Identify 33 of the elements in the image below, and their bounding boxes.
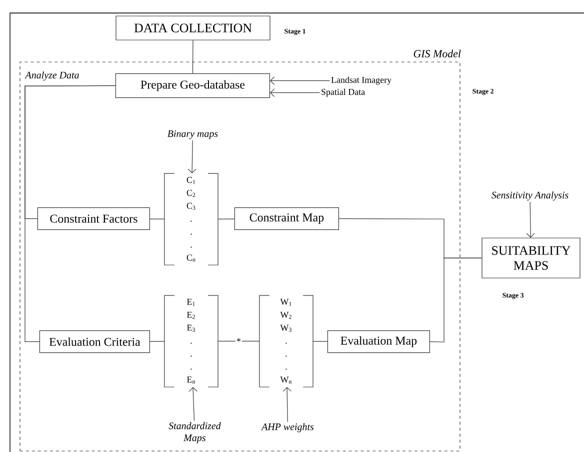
connector <box>150 341 165 342</box>
input-note: Spatial Data <box>322 88 365 97</box>
process-box: SUITABILITY MAPS <box>482 238 580 278</box>
connector <box>192 40 194 74</box>
input-note: Landsat Imagery <box>331 76 392 85</box>
input-note: AHP weights <box>261 423 314 432</box>
connector <box>526 202 535 238</box>
bracket-list: E$_{1}$ E$_{2}$ E$_{3}$ . . . E$_{n}$ <box>164 295 218 388</box>
connector <box>24 85 116 342</box>
connector <box>430 258 482 342</box>
connector <box>188 387 198 422</box>
process-box: Prepare Geo-database <box>115 73 270 98</box>
process-box: Evaluation Criteria <box>39 330 150 353</box>
process-box: DATA COLLECTION <box>116 16 270 40</box>
process-box: Constraint Factors <box>37 207 150 230</box>
bracket-list: W$_{1}$ W$_{2}$ W$_{3}$ . . . W$_{n}$ <box>259 295 314 388</box>
process-box: Constraint Map <box>234 207 339 230</box>
connector <box>218 340 260 342</box>
connector <box>270 88 320 97</box>
input-note: Binary maps <box>167 130 218 140</box>
process-box: Evaluation Map <box>327 330 430 353</box>
frame-title: GIS Model <box>414 50 461 58</box>
connector <box>312 341 328 342</box>
connector <box>270 76 330 85</box>
connector <box>150 218 165 220</box>
input-note: Standardized Maps <box>168 422 221 444</box>
connector <box>188 140 196 174</box>
connector <box>218 218 235 220</box>
bracket-list: C$_{1}$ C$_{2}$ C$_{3}$ . . . C$_{n}$ <box>164 173 218 266</box>
connector <box>282 387 292 422</box>
frame-title: Analyze Data <box>24 71 79 81</box>
edge-label: * <box>235 337 242 346</box>
input-note: Sensitivity Analysis <box>492 191 568 201</box>
